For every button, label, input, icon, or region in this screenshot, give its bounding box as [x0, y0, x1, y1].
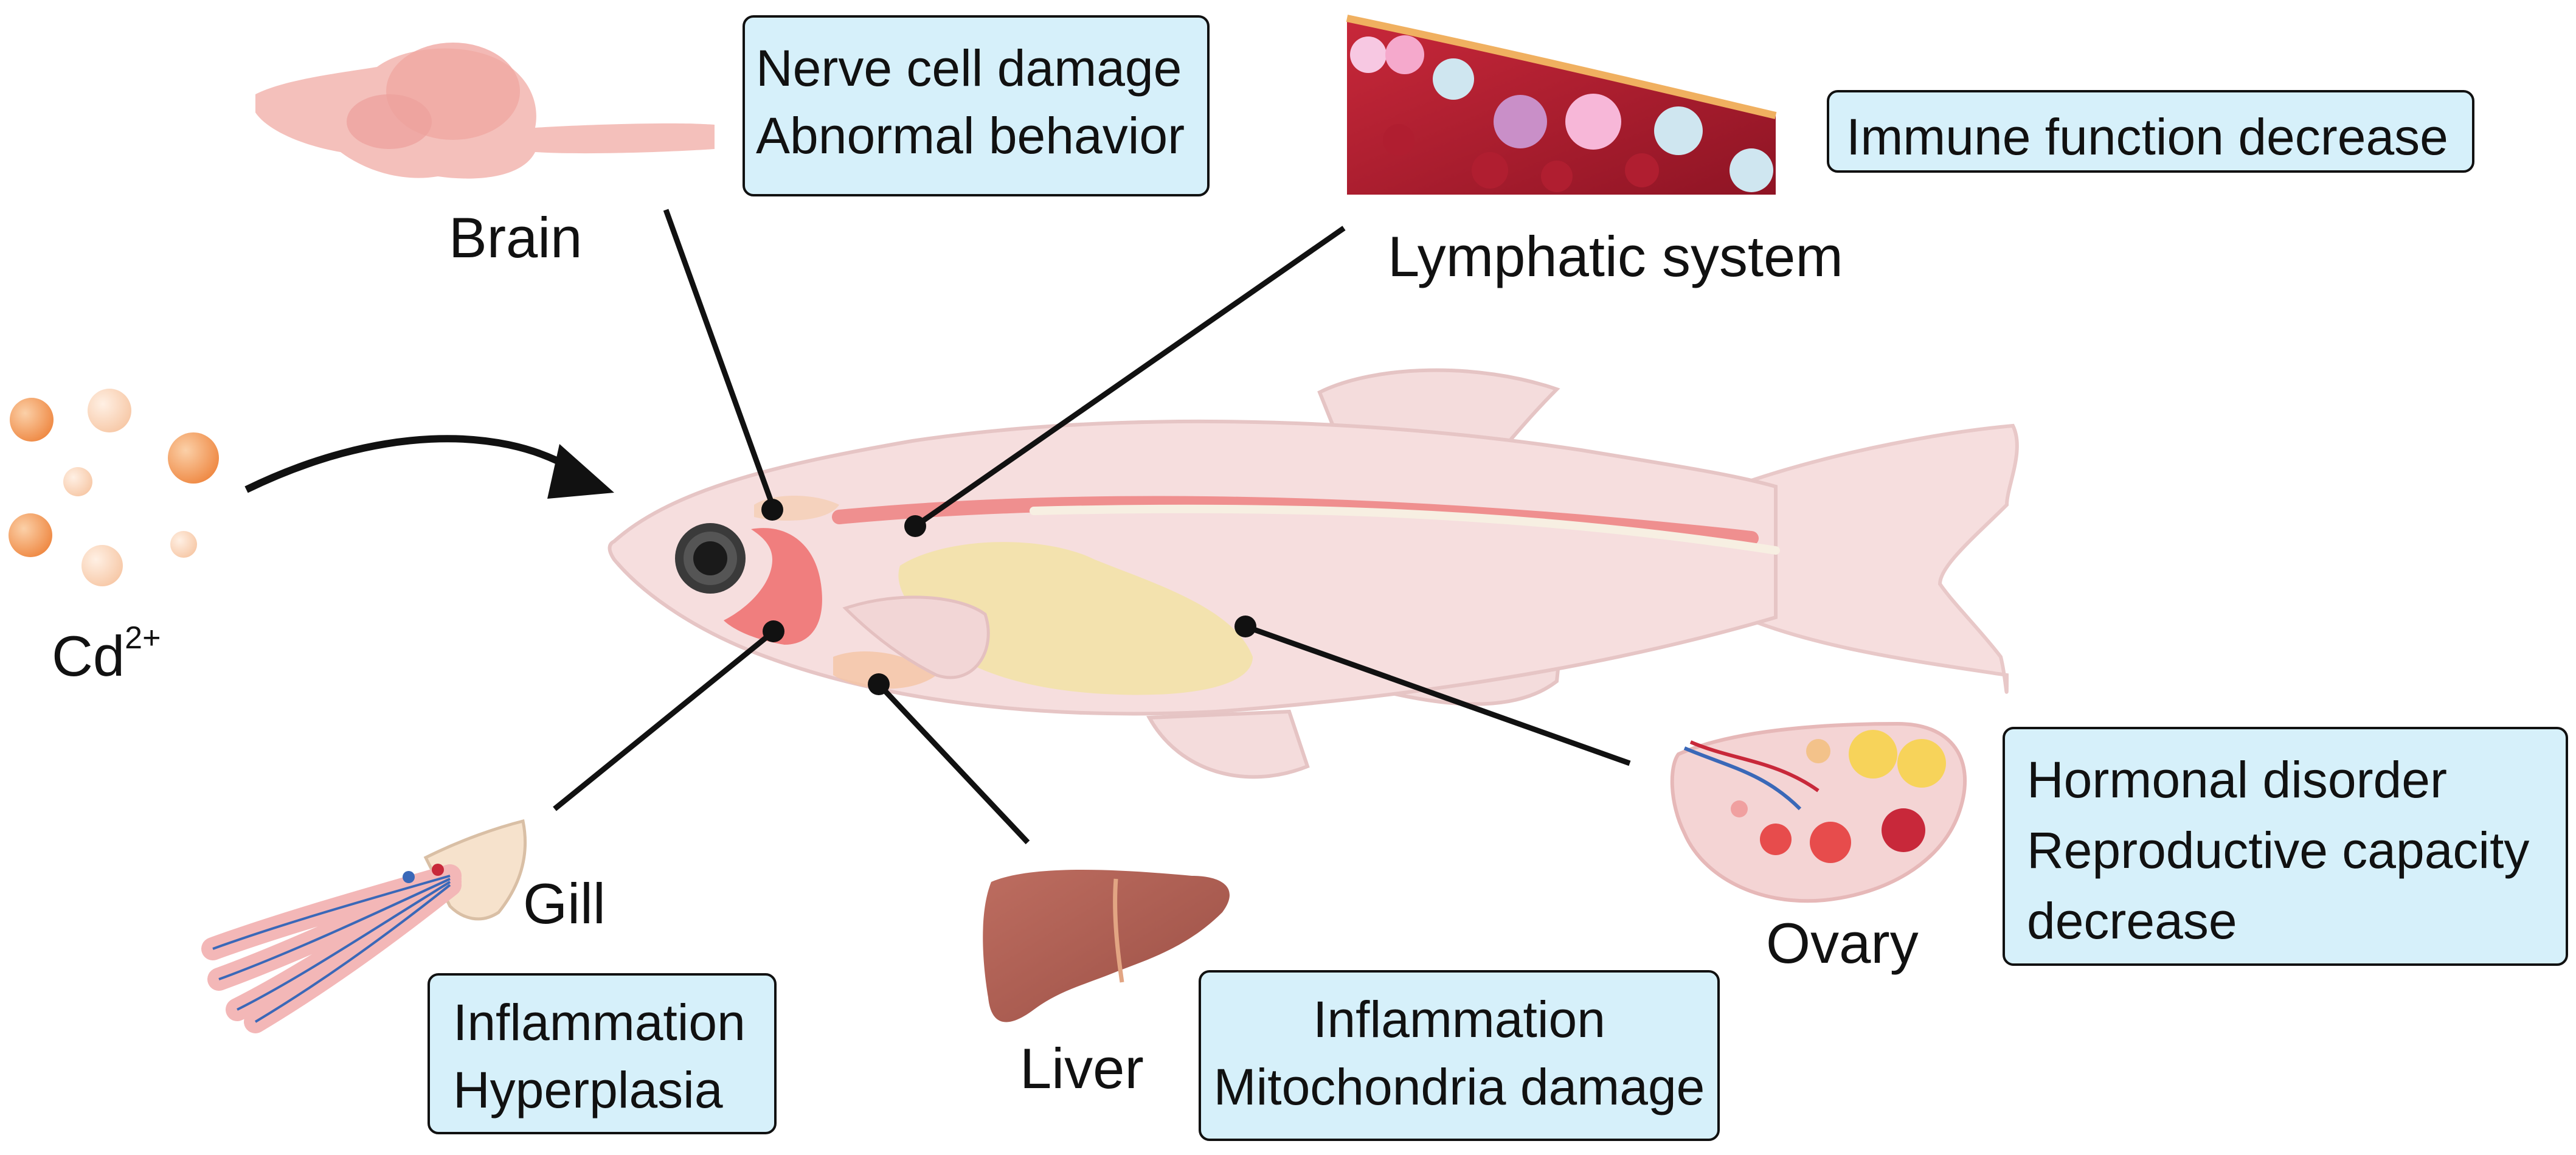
lymphatic-label: Lymphatic system — [1388, 224, 1843, 288]
cadmium-charge: 2+ — [125, 620, 161, 656]
ovary-illustration — [1670, 721, 1967, 903]
liver-connector — [876, 682, 1030, 845]
liver-illustration — [983, 870, 1230, 1022]
ovary-label: Ovary — [1766, 911, 1919, 975]
connector-dots — [761, 499, 1256, 695]
cadmium-particles — [9, 389, 219, 586]
gill-effect-1: Inflammation — [453, 994, 746, 1051]
gill-effects-box: Inflammation Hyperplasia — [428, 973, 777, 1134]
gill-illustration — [201, 819, 527, 1033]
liver-effect-2: Mitochondria damage — [1213, 1058, 1705, 1115]
liver-label: Liver — [1020, 1036, 1144, 1100]
brain-connector — [663, 209, 775, 506]
ovary-effect-2: Reproductive capacity — [2027, 821, 2530, 879]
ovary-effects-box: Hormonal disorder Reproductive capacity … — [2003, 727, 2568, 966]
lymphatic-effect-1: Immune function decrease — [1846, 108, 2448, 165]
brain-effects-box: Nerve cell damage Abnormal behavior — [743, 15, 1210, 196]
lymphatic-effects-box: Immune function decrease — [1827, 90, 2474, 173]
zebrafish-illustration — [608, 368, 2019, 779]
liver-effects-box: Inflammation Mitochondria damage — [1199, 970, 1720, 1141]
lymphatic-illustration — [1346, 15, 1777, 195]
cadmium-symbol: Cd — [52, 624, 125, 688]
gill-label: Gill — [523, 872, 606, 935]
ovary-effect-1: Hormonal disorder — [2027, 751, 2447, 808]
brain-label: Brain — [449, 206, 583, 269]
entry-arrow — [244, 435, 614, 499]
connector-lines — [553, 209, 1631, 845]
ovary-connector — [1244, 623, 1631, 766]
brain-effect-1: Nerve cell damage — [756, 40, 1182, 97]
lymphatic-connector — [913, 226, 1346, 529]
brain-illustration — [255, 43, 715, 179]
gill-connector — [553, 630, 774, 811]
cadmium-label: Cd2+ — [52, 620, 161, 689]
gill-effect-2: Hyperplasia — [453, 1061, 723, 1119]
ovary-effect-3: decrease — [2027, 892, 2237, 949]
brain-effect-2: Abnormal behavior — [756, 106, 1185, 164]
liver-effect-1: Inflammation — [1313, 991, 1605, 1048]
